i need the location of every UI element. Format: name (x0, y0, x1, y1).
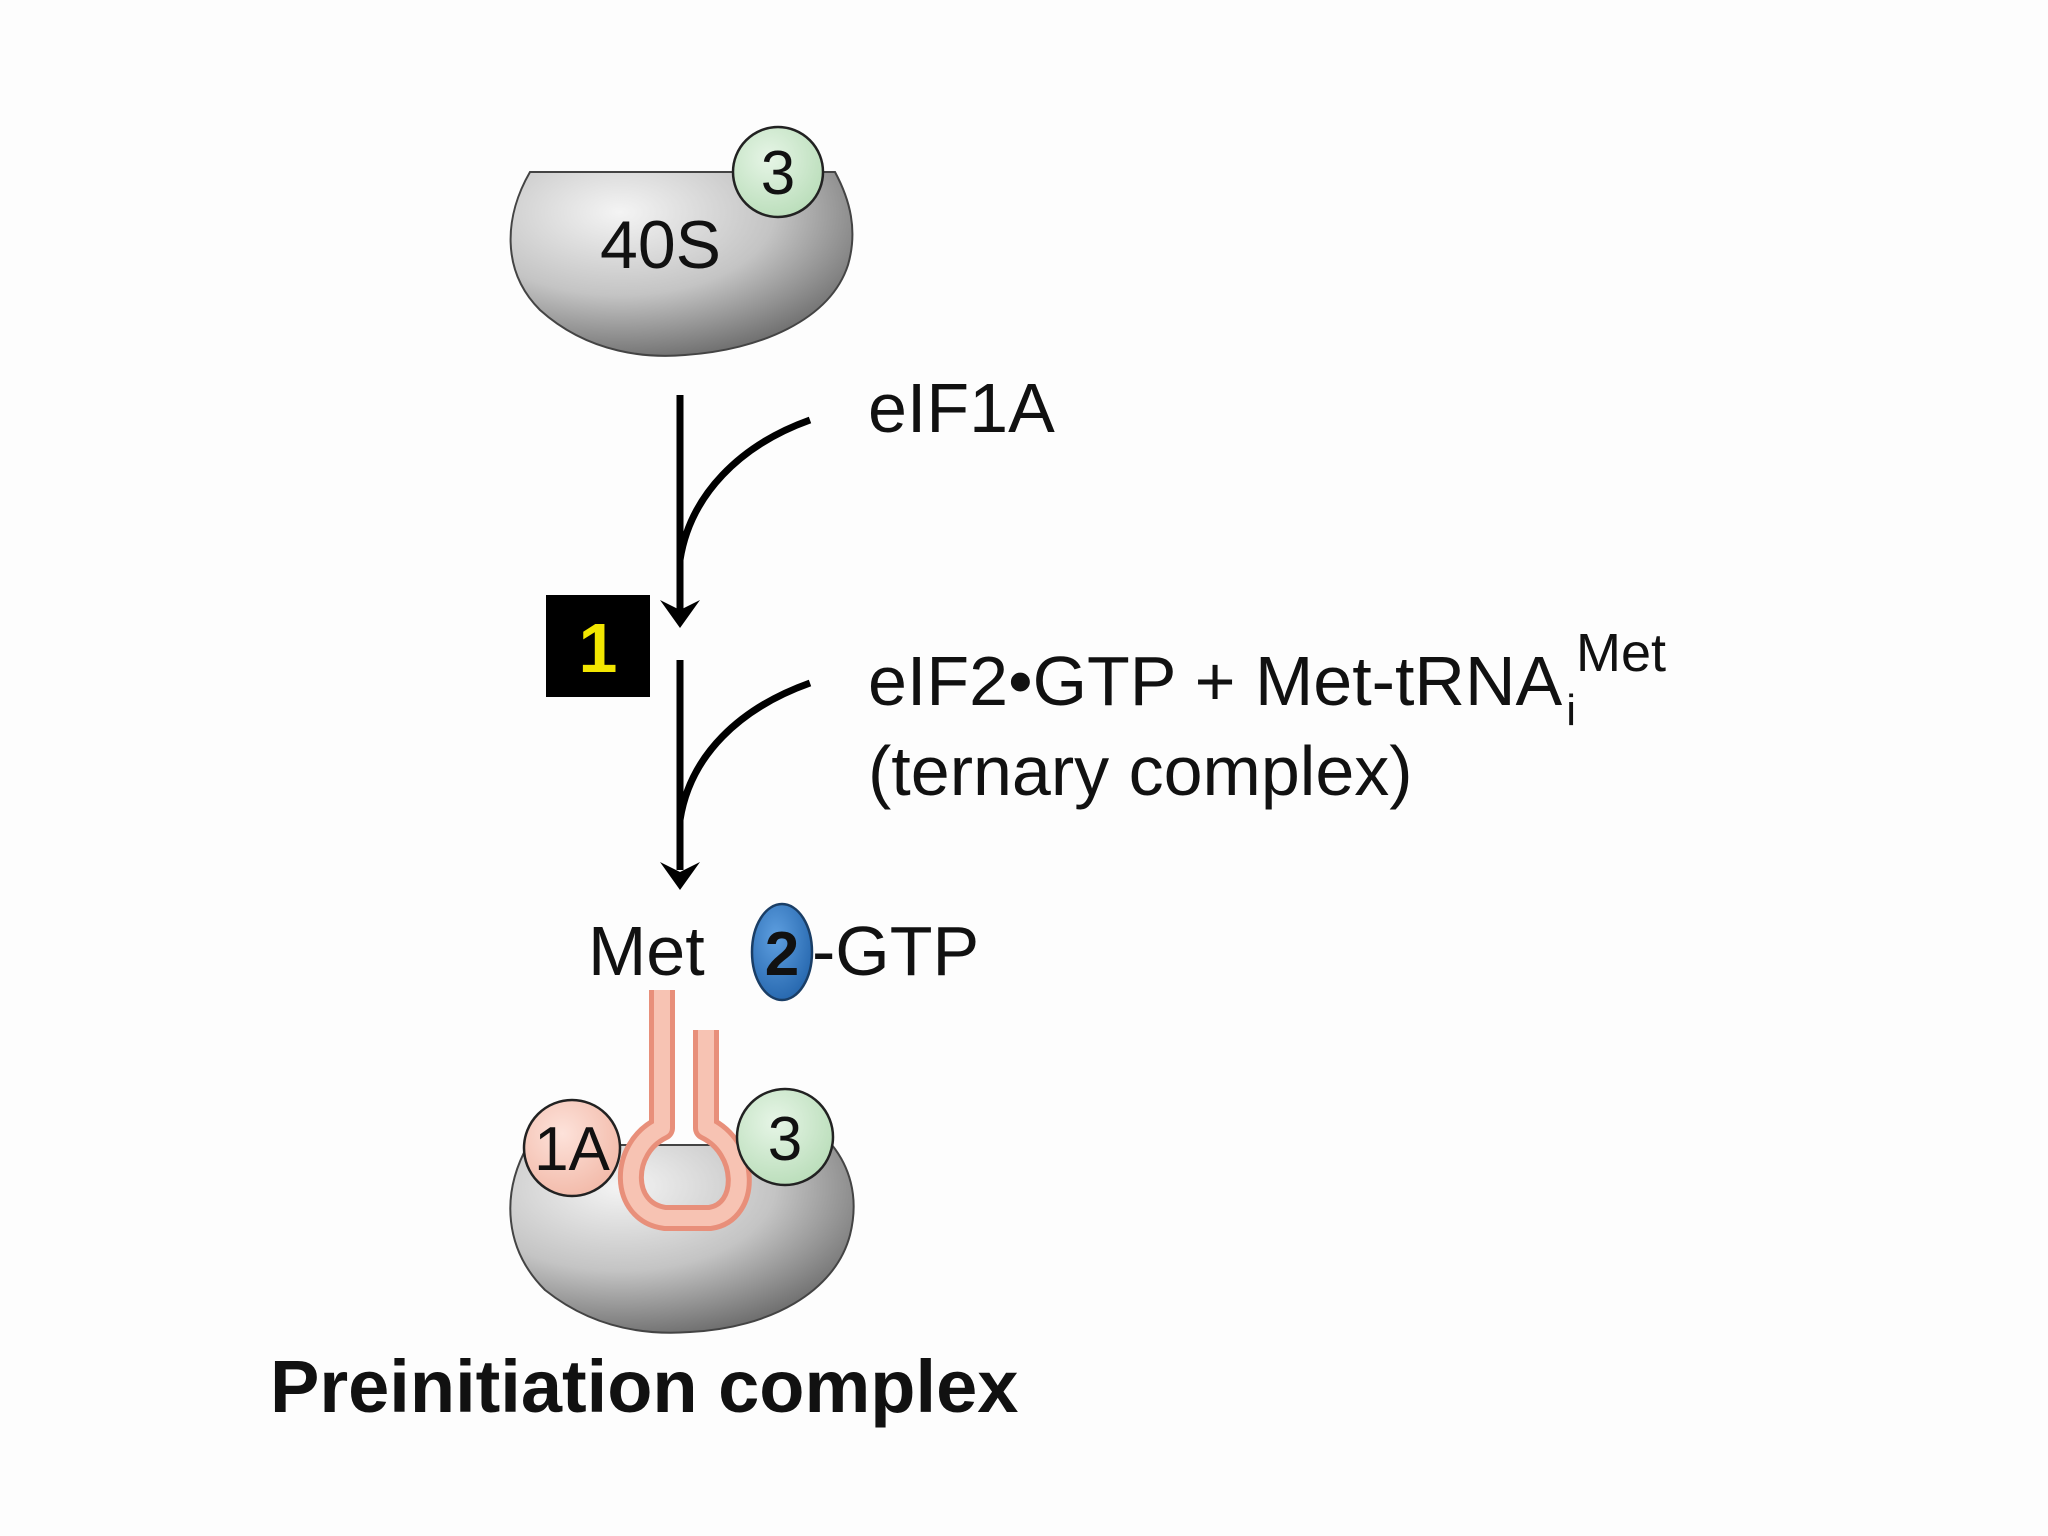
ternary-complex-main: eIF2•GTP + Met-tRNA (868, 642, 1563, 720)
eif2-badge (750, 902, 814, 1002)
eif1a-badge (522, 1098, 622, 1198)
preinitiation-complex: 1A 3 (509, 990, 855, 1334)
ternary-complex-subscript: i (1566, 686, 1576, 735)
step-one-badge-label: 1 (579, 609, 618, 687)
subunit-40s-shape (509, 171, 854, 357)
subunit-40s-bottom-shape (509, 1144, 855, 1334)
eif3-badge-top-label: 3 (761, 139, 795, 208)
step-one-badge: 1 (546, 595, 650, 697)
step-two-arrow (660, 660, 812, 890)
top-40s-subunit: 40S 3 (509, 125, 854, 357)
eif2-badge-label: 2 (765, 920, 799, 989)
eif3-badge-bottom (735, 1087, 835, 1187)
preinitiation-complex-caption: Preinitiation complex (270, 1345, 1018, 1428)
eif1a-label: eIF1A (868, 369, 1055, 447)
gtp-label: -GTP (812, 912, 979, 990)
met-label: Met (588, 912, 705, 990)
eif3-badge-top (731, 125, 825, 219)
eif1a-badge-label: 1A (534, 1115, 610, 1184)
subunit-40s-label: 40S (600, 207, 721, 283)
ternary-complex-label: eIF2•GTP + Met-tRNAiMet (868, 623, 1666, 735)
ternary-complex-note: (ternary complex) (868, 732, 1413, 810)
ternary-complex-superscript: Met (1576, 623, 1666, 683)
step-one-arrow (660, 395, 812, 628)
eif3-badge-bottom-label: 3 (768, 1105, 802, 1174)
